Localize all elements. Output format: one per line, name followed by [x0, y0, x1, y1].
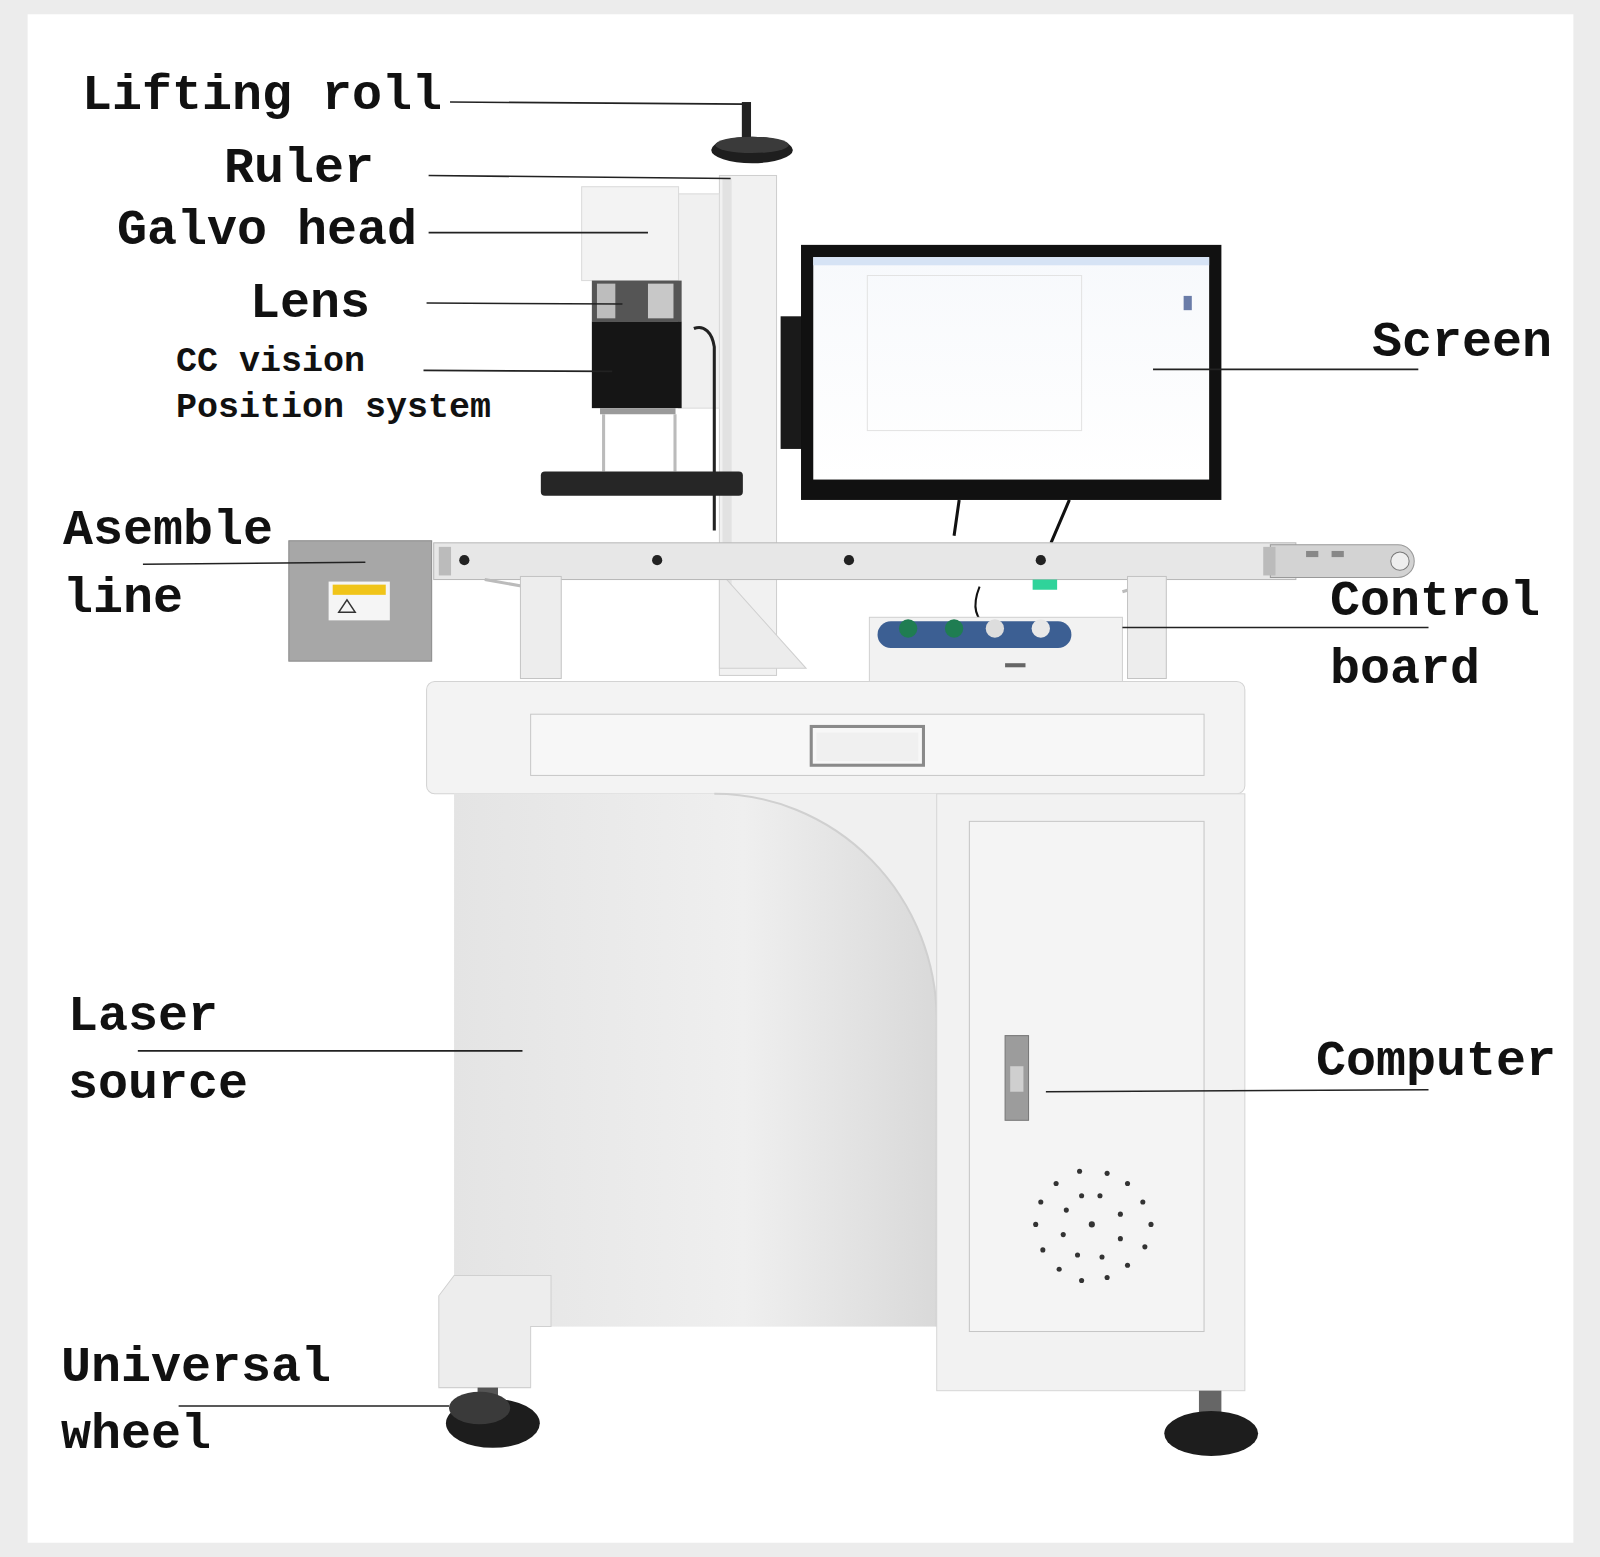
part-label: Asemble line [63, 497, 313, 633]
part-label: CC vision Position system [176, 339, 506, 431]
part-label: Computer [1316, 1028, 1556, 1095]
part-label: Lens [250, 270, 370, 337]
part-label: Ruler [224, 135, 374, 202]
part-label: Galvo head [117, 197, 417, 264]
leader-lines [138, 102, 1429, 1406]
part-label: Screen [1372, 309, 1552, 376]
part-label: Lifting roll [82, 62, 442, 129]
part-label: Laser source [68, 983, 298, 1119]
part-label: Control board [1330, 568, 1580, 704]
part-label: Universal wheel [61, 1334, 361, 1468]
